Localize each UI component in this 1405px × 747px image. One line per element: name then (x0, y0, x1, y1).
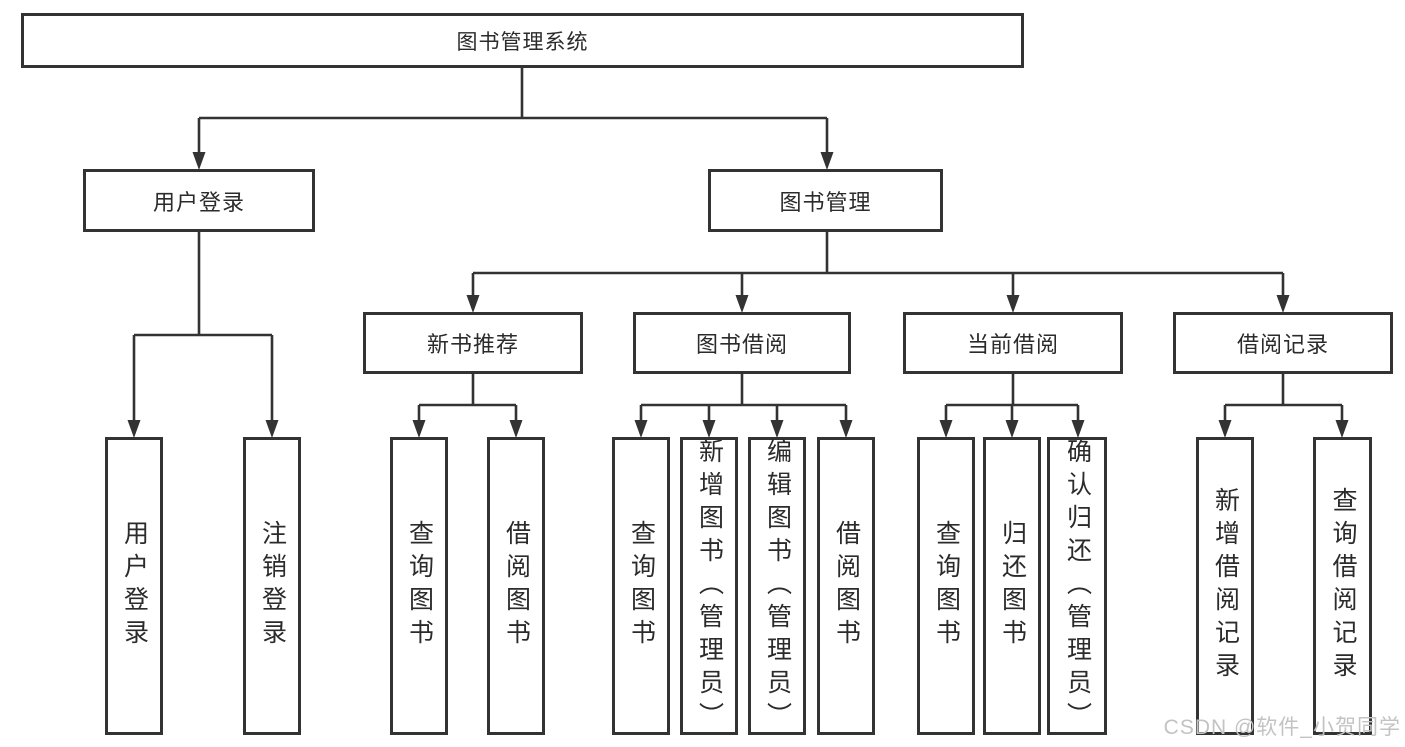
node-leaf-borrow-books-2: 借阅图书 (817, 437, 875, 735)
node-borrowing-records: 借阅记录 (1173, 312, 1393, 374)
node-label: 归还图书 (998, 520, 1027, 652)
csdn-watermark: CSDN @软件_小贺同学 (1163, 716, 1401, 739)
connector-new-book-to-leaves (412, 372, 523, 438)
node-root-system: 图书管理系统 (21, 13, 1024, 68)
node-user-login-branch: 用户登录 (83, 169, 315, 232)
node-label: 新书推荐 (426, 332, 519, 357)
node-new-book-recommend: 新书推荐 (363, 312, 583, 374)
node-label: 查询借阅记录 (1329, 487, 1357, 685)
node-label: 查询图书 (405, 520, 434, 652)
node-current-borrowing: 当前借阅 (903, 312, 1123, 374)
node-leaf-query-books-3: 查询图书 (917, 437, 975, 735)
connector-book-mgmt-to-sections (466, 229, 1290, 313)
node-leaf-borrow-books-1: 借阅图书 (487, 437, 545, 735)
node-label: 注销登录 (258, 520, 287, 652)
node-label: 借阅记录 (1236, 332, 1329, 357)
node-label: 编辑图书（管理员） (763, 437, 792, 735)
connector-borrow-record-to-leaves (1218, 372, 1349, 438)
node-label: 当前借阅 (966, 332, 1059, 357)
node-label: 用户登录 (152, 189, 245, 215)
node-leaf-add-borrow-record: 新增借阅记录 (1196, 437, 1254, 735)
node-leaf-confirm-return-admin: 确认归还（管理员） (1047, 437, 1107, 735)
node-label: 查询图书 (627, 520, 656, 652)
node-book-borrowing: 图书借阅 (633, 312, 851, 374)
node-leaf-query-books-2: 查询图书 (612, 437, 670, 735)
node-leaf-query-books-1: 查询图书 (390, 437, 448, 735)
node-label: 借阅图书 (832, 520, 861, 652)
node-label: 图书管理系统 (456, 30, 589, 54)
node-leaf-logout: 注销登录 (243, 437, 301, 735)
node-leaf-edit-books-admin: 编辑图书（管理员） (748, 437, 806, 735)
node-leaf-add-books-admin: 新增图书（管理员） (680, 437, 738, 735)
node-label: 图书管理 (779, 189, 872, 215)
node-label: 新增借阅记录 (1211, 487, 1240, 685)
node-label: 新增图书（管理员） (695, 437, 724, 735)
node-label: 借阅图书 (502, 520, 531, 652)
connector-book-borrow-to-leaves (634, 372, 853, 438)
connector-user-login-to-leaves (127, 229, 279, 438)
node-label: 查询图书 (932, 520, 961, 652)
node-leaf-query-borrow-record: 查询借阅记录 (1313, 437, 1372, 735)
node-label: 图书借阅 (695, 332, 788, 357)
node-label: 确认归还（管理员） (1063, 437, 1092, 735)
node-label: 用户登录 (120, 520, 149, 652)
connector-root-to-branches (192, 66, 834, 170)
connector-current-borrow-to-leaves (939, 372, 1085, 438)
node-leaf-user-login: 用户登录 (105, 437, 163, 735)
node-leaf-return-books: 归还图书 (983, 437, 1041, 735)
node-book-management-branch: 图书管理 (708, 169, 943, 232)
